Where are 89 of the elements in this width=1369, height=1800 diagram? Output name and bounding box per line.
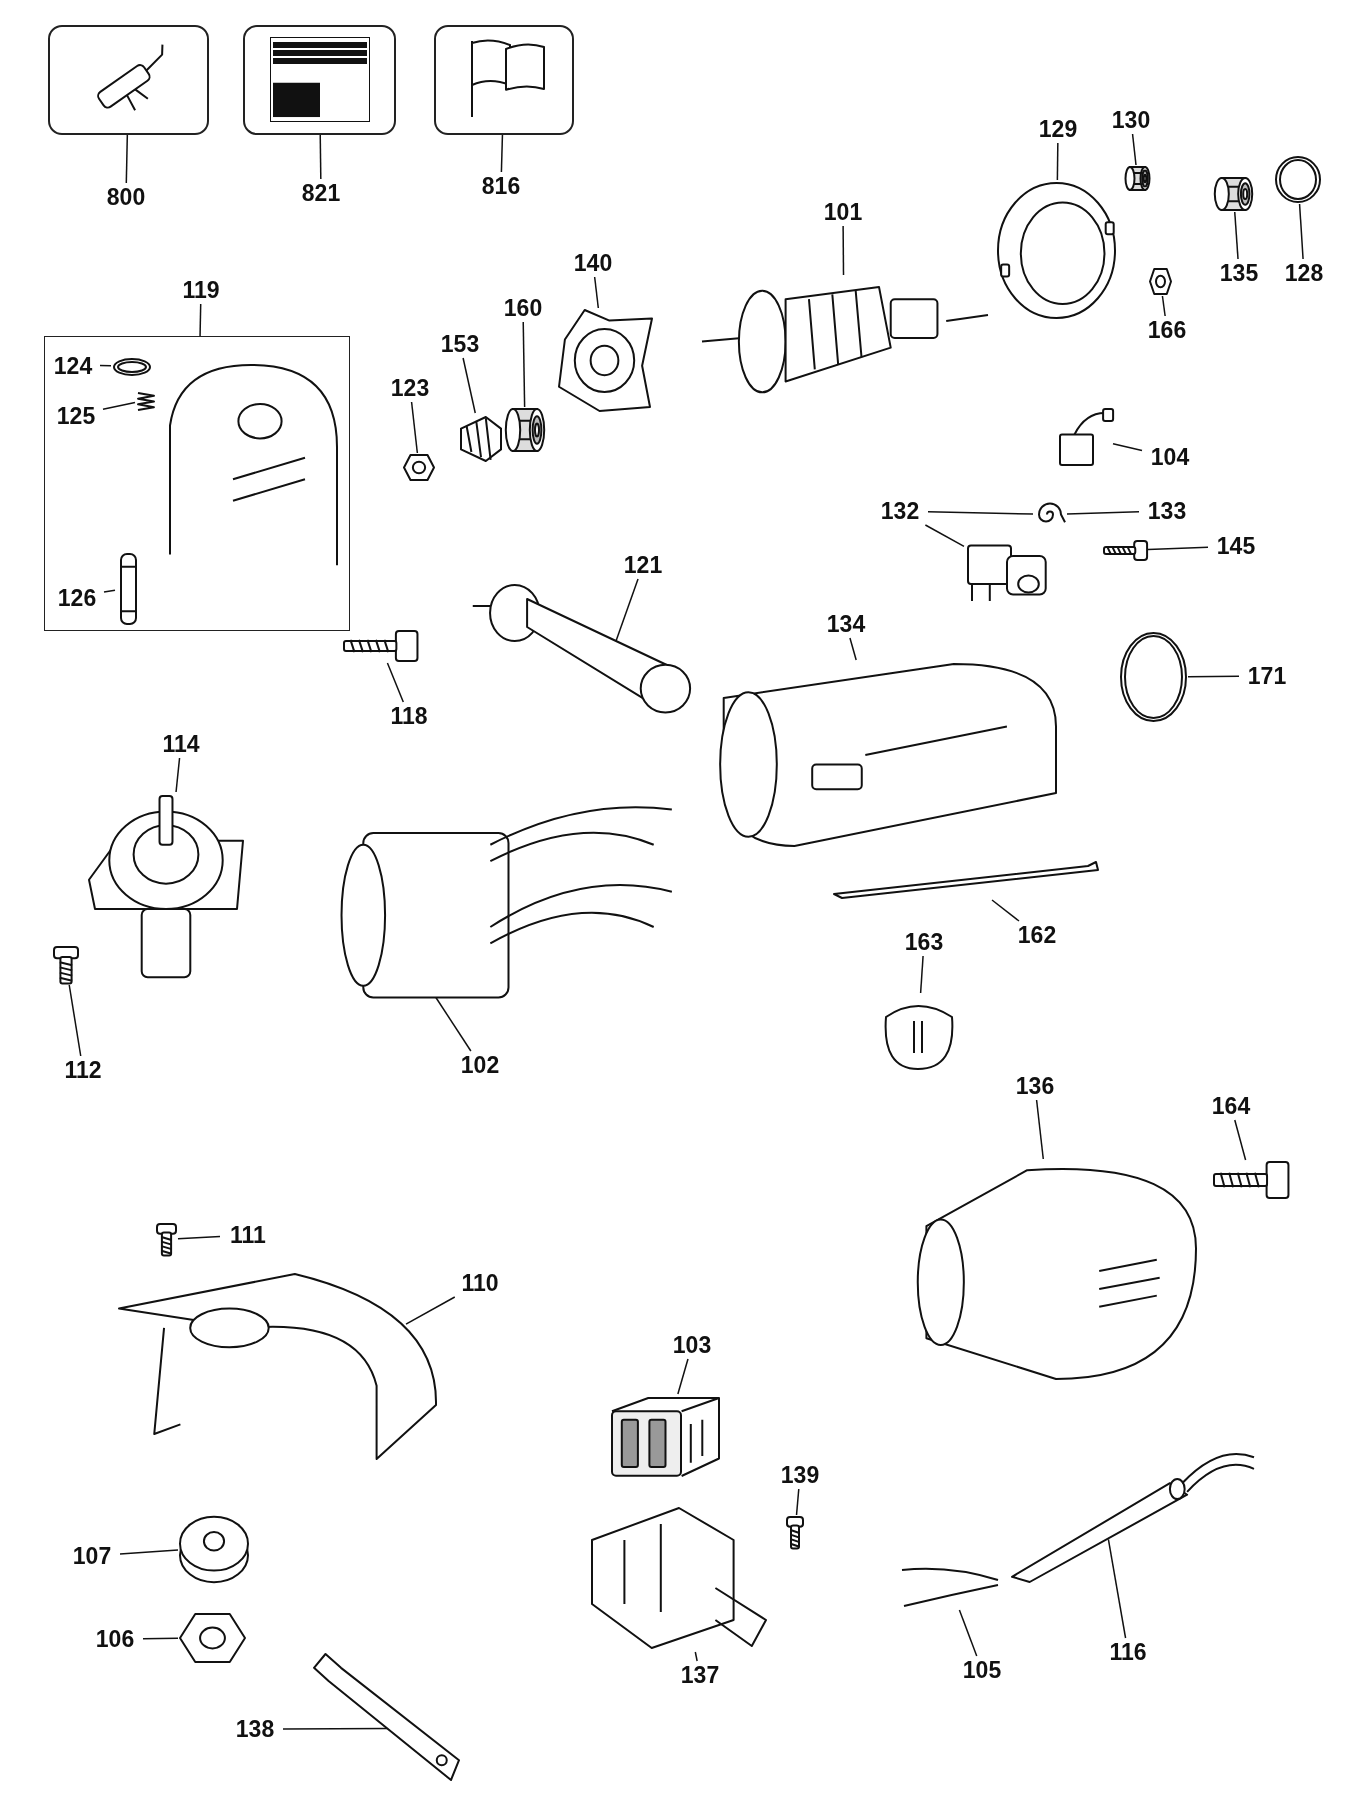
leader-line — [119, 1549, 179, 1555]
leader-line — [102, 401, 136, 410]
leader-line — [1234, 211, 1239, 260]
callout-number: 104 — [1142, 443, 1198, 471]
callout-number: 119 — [173, 276, 229, 304]
leader-line — [177, 1235, 221, 1240]
callout-number: 816 — [473, 172, 529, 200]
leader-line — [842, 225, 845, 276]
leader-line — [1298, 203, 1304, 260]
leader-line — [462, 357, 476, 414]
callout-number: 114 — [153, 730, 209, 758]
callout-number: 128 — [1276, 259, 1332, 287]
leader-line — [615, 578, 639, 642]
callout-number: 133 — [1139, 497, 1195, 525]
callout-number: 800 — [98, 183, 154, 211]
leader-line — [593, 276, 600, 309]
callout-number: 112 — [55, 1056, 111, 1084]
leader-line — [99, 364, 112, 367]
callout-number: 118 — [381, 702, 437, 730]
callout-number: 821 — [293, 179, 349, 207]
callout-number: 139 — [772, 1461, 828, 1489]
leader-line — [1187, 675, 1240, 678]
callout-number: 106 — [87, 1625, 143, 1653]
callout-number: 125 — [48, 402, 104, 430]
group-frame — [44, 336, 350, 631]
leader-line — [386, 662, 405, 703]
leader-line — [522, 321, 526, 408]
leader-line — [924, 524, 965, 548]
callout-number: 135 — [1211, 259, 1267, 287]
leader-line — [1107, 1538, 1127, 1639]
callout-number: 160 — [495, 294, 551, 322]
leader-line — [1234, 1119, 1247, 1161]
leader-line — [694, 1651, 698, 1662]
callout-number: 102 — [452, 1051, 508, 1079]
leader-line — [1161, 295, 1166, 317]
callout-number: 132 — [872, 497, 928, 525]
leader-line — [319, 134, 322, 180]
leader-line — [282, 1727, 389, 1730]
callout-number: 164 — [1203, 1092, 1259, 1120]
callout-number: 129 — [1030, 115, 1086, 143]
callout-number: 110 — [452, 1269, 508, 1297]
callout-number: 163 — [896, 928, 952, 956]
callout-number: 134 — [818, 610, 874, 638]
leader-line — [410, 401, 419, 454]
callout-number: 162 — [1009, 921, 1065, 949]
leader-line — [199, 303, 202, 337]
callout-number: 138 — [227, 1715, 283, 1743]
leader-line — [1112, 443, 1143, 452]
callout-number: 130 — [1103, 106, 1159, 134]
callout-number: 140 — [565, 249, 621, 277]
leader-line — [175, 757, 181, 793]
leader-line — [500, 134, 504, 173]
leader-line — [1066, 511, 1140, 515]
callout-number: 121 — [615, 551, 671, 579]
callout-number: 136 — [1007, 1072, 1063, 1100]
callout-number: 153 — [432, 330, 488, 358]
leader-line — [1035, 1099, 1045, 1160]
leader-line — [125, 134, 129, 184]
leader-line — [1131, 133, 1137, 166]
leader-line — [991, 899, 1020, 922]
leader-line — [435, 996, 472, 1052]
leader-line — [68, 984, 82, 1057]
callout-number: 166 — [1139, 316, 1195, 344]
leader-line — [919, 955, 924, 994]
icon-card — [243, 25, 396, 135]
callout-number: 116 — [1100, 1638, 1156, 1666]
callout-number: 145 — [1208, 532, 1264, 560]
leader-line — [103, 589, 116, 593]
icon-card — [48, 25, 209, 135]
leader-line — [1147, 546, 1209, 551]
callout-number: 105 — [954, 1656, 1010, 1684]
callout-number: 101 — [815, 198, 871, 226]
callout-number: 107 — [64, 1542, 120, 1570]
callout-number: 171 — [1239, 662, 1295, 690]
leader-line — [927, 510, 1034, 515]
callout-number: 103 — [664, 1331, 720, 1359]
leader-line — [677, 1358, 689, 1395]
callout-number: 123 — [382, 374, 438, 402]
callout-number: 124 — [45, 352, 101, 380]
leader-line — [142, 1637, 179, 1640]
icon-card — [434, 25, 574, 135]
callout-number: 111 — [220, 1221, 276, 1249]
leader-line — [849, 637, 857, 661]
leader-line — [1056, 142, 1059, 181]
leader-line — [958, 1609, 978, 1657]
callout-number: 126 — [49, 584, 105, 612]
leader-line — [405, 1296, 456, 1325]
callout-number: 137 — [672, 1661, 728, 1689]
leader-line — [795, 1488, 800, 1516]
